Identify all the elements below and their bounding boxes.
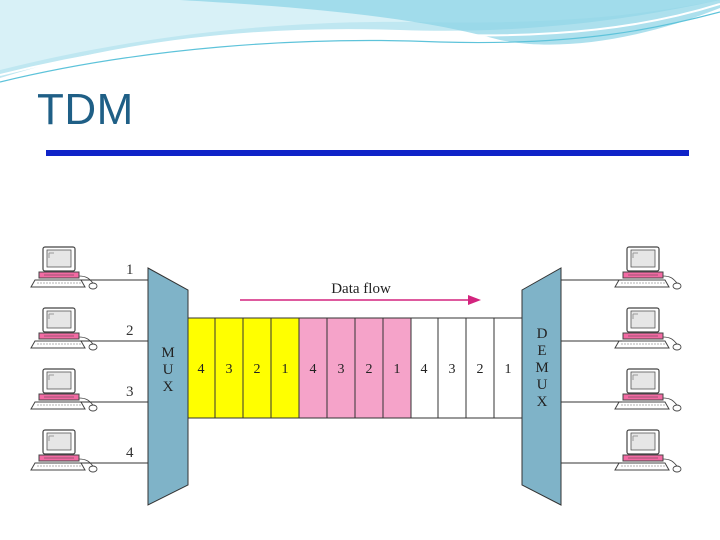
swoosh-line-2 [0,11,720,83]
time-slot-label: 1 [394,362,401,377]
demux-label-letter: U [537,377,548,393]
computer-icon [614,307,682,351]
mux-block [147,267,189,506]
data-flow-arrowhead [468,295,481,305]
demux-label-letter: M [535,360,548,376]
input-line-label: 4 [126,445,134,461]
input-line-label: 1 [126,262,134,278]
time-slot-label: 2 [254,362,261,377]
time-slot-label: 4 [421,362,428,377]
computer-icon [614,429,682,473]
header-swoosh-decoration [0,0,720,83]
input-line-label: 2 [126,323,134,339]
computer-icon [30,307,98,351]
time-slot-label: 2 [477,362,484,377]
swoosh-line-1 [0,3,720,76]
demux-block [521,267,562,506]
swoosh-band-light [180,0,720,45]
time-slot-label: 3 [449,362,456,377]
mux-label-letter: M [161,345,174,361]
time-slot-label: 3 [226,362,233,377]
time-slot-label: 4 [310,362,317,377]
tdm-channel: 4 3 2 1 4 3 2 1 4 3 2 1 [186,317,523,419]
time-slot-label: 2 [366,362,373,377]
slide-title: TDM [37,85,134,134]
input-lines [80,279,150,464]
data-flow-label: Data flow [331,281,391,297]
demux-label-letter: X [537,394,548,410]
title-rule [46,150,689,156]
time-slot-label: 4 [198,362,205,377]
computer-icon [614,246,682,290]
time-slot-label: 1 [505,362,512,377]
tdm-diagram: 1 2 3 4 4 3 2 1 4 3 2 1 4 3 [30,246,682,506]
time-slot-label: 1 [282,362,289,377]
demux-label-letter: E [537,343,546,359]
computer-icon [614,368,682,412]
mux-label-letter: X [163,379,174,395]
source-computers [30,246,98,473]
computer-icon [30,429,98,473]
input-line-label: 3 [126,384,134,400]
demux-label-letter: D [537,326,548,342]
computer-icon [30,246,98,290]
mux-label-letter: U [163,362,174,378]
destination-computers [614,246,682,473]
time-slot-label: 3 [338,362,345,377]
computer-icon [30,368,98,412]
output-lines [560,279,622,464]
